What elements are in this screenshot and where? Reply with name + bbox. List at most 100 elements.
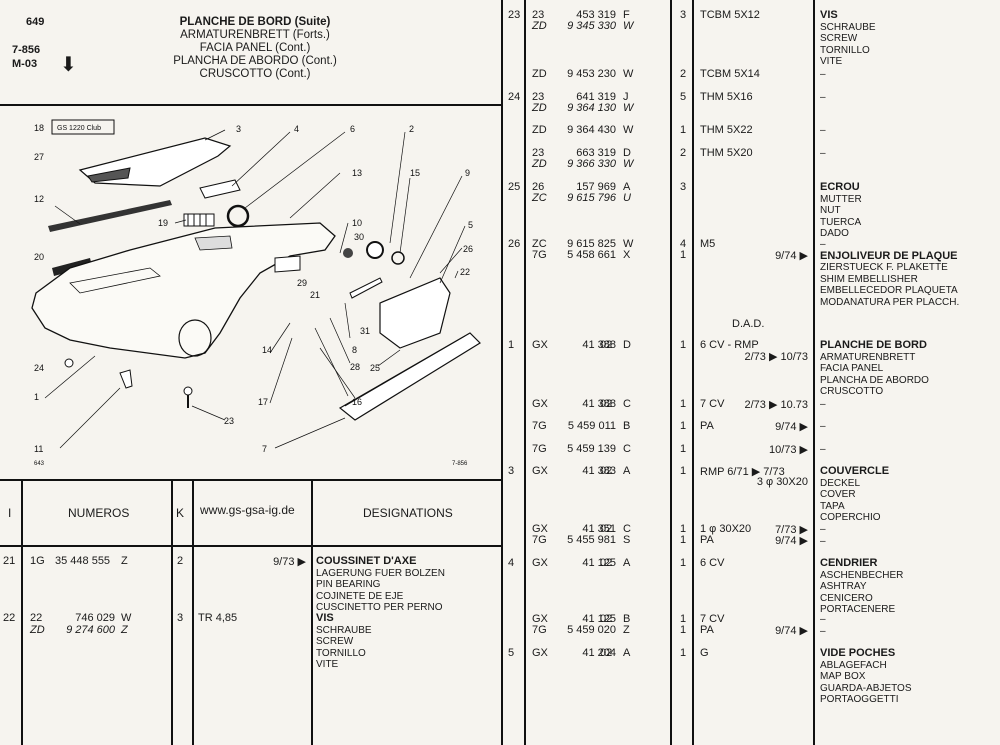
part-prefix: GX xyxy=(532,613,548,625)
date-note: 9/74 ▶ xyxy=(775,250,808,262)
callout-9: 9 xyxy=(465,168,470,178)
dad-section-label: D.A.D. xyxy=(732,318,765,330)
designation-line: PLANCHE DE BORD xyxy=(820,339,927,351)
designation-dash: – xyxy=(820,535,826,547)
quantity: 1 xyxy=(680,523,687,535)
part-variant: 02 xyxy=(600,523,613,535)
spec-detail: 3 φ 30X20 xyxy=(756,476,808,488)
part-number: 35 448 555 xyxy=(55,555,111,567)
designation: VIS SCHRAUBE SCREW TORNILLO VITE xyxy=(316,612,372,671)
callout-4: 4 xyxy=(294,124,299,134)
down-arrow-icon: ⬇ xyxy=(60,54,77,76)
designation-fr: VIS xyxy=(316,612,334,624)
quantity-alt: 1 xyxy=(680,249,687,261)
exploded-view-diagram: GS 1220 Club xyxy=(31,119,481,467)
part-number: 5 459 139 xyxy=(567,443,616,455)
col-header-numeros: NUMEROS xyxy=(68,506,130,520)
spec-alt: PA xyxy=(700,624,714,636)
part-prefix: ZC xyxy=(532,238,547,250)
designation-line: VITE xyxy=(820,56,843,67)
designation-es: COJINETE DE EJE xyxy=(316,590,404,602)
quantity: 3 xyxy=(680,181,687,193)
designation-dash: – xyxy=(820,92,826,103)
callout-17: 17 xyxy=(258,397,268,407)
callout-14: 14 xyxy=(262,345,272,355)
part-prefix: 7G xyxy=(532,443,547,455)
row-index: 23 xyxy=(508,9,521,21)
part-prefix: GX xyxy=(532,339,548,351)
spec: THM 5X16 xyxy=(700,91,753,103)
callout-8: 8 xyxy=(352,345,357,355)
part-number: 453 319 xyxy=(576,9,616,21)
callout-18: 18 xyxy=(34,123,44,133)
designation-line: CENICERO xyxy=(820,592,873,604)
col-header-designations: DESIGNATIONS xyxy=(363,506,453,520)
part-number: 9 615 796 xyxy=(567,192,616,204)
part-suffix: A xyxy=(623,181,631,193)
part-number: 9 364 430 xyxy=(567,124,616,136)
title-line-es: PLANCHA DE ABORDO (Cont.) xyxy=(173,55,337,67)
designation: – xyxy=(820,399,826,411)
part-prefix: 1G xyxy=(30,555,45,567)
part-suffix: A xyxy=(623,465,631,477)
part-prefix: ZD xyxy=(532,124,547,136)
badge-label: GS 1220 Club xyxy=(57,125,101,132)
row-index: 22 xyxy=(3,612,16,624)
part-suffix: W xyxy=(623,124,634,136)
part-number: 663 319 xyxy=(576,147,616,159)
quantity: 1 xyxy=(680,398,687,410)
right-col-i-line xyxy=(524,0,526,745)
designation-dash: – xyxy=(820,239,826,250)
part-number: 41 383 xyxy=(582,465,616,477)
callout-20: 20 xyxy=(34,252,44,262)
part-number-alt: 9 274 600 xyxy=(66,624,115,636)
row-index: 26 xyxy=(508,238,521,250)
part-suffix: S xyxy=(623,534,631,546)
designation-dash: – xyxy=(820,421,826,432)
designation-en: SCREW xyxy=(316,636,354,647)
part-suffix: W xyxy=(623,102,634,114)
part-suffix: W xyxy=(121,612,132,624)
row-index: 1 xyxy=(508,339,515,351)
quantity: 1 xyxy=(680,647,687,659)
spec: 7 CV xyxy=(700,398,725,410)
designation-line: ASHTRAY xyxy=(820,581,867,592)
part-suffix: Z xyxy=(121,555,128,567)
right-col-spec-line xyxy=(813,0,815,745)
date-note: 2/73 ▶ 10.73 xyxy=(744,399,808,411)
spec: M5 xyxy=(700,238,716,250)
part-prefix: GX xyxy=(532,523,548,535)
designation-line: ECROU xyxy=(820,181,860,193)
spec: TR 4,85 xyxy=(198,612,238,624)
designation-line: TORNILLO xyxy=(820,44,870,56)
designation-line: COUVERCLE xyxy=(820,465,890,477)
spec: 6 CV xyxy=(700,557,725,569)
part-variant: 02 xyxy=(600,557,613,569)
part-number: 746 029 xyxy=(75,612,115,624)
spec: THM 5X22 xyxy=(700,124,753,136)
callout-24: 24 xyxy=(34,363,44,373)
designation-es: TORNILLO xyxy=(316,647,366,659)
designation-line: PORTACENERE xyxy=(820,604,896,615)
part-prefix: ZD xyxy=(532,158,547,170)
row-index: 3 xyxy=(508,465,515,477)
part-prefix: GX xyxy=(532,647,548,659)
table-header-line xyxy=(0,545,502,547)
designation-line: ASCHENBECHER xyxy=(820,569,904,581)
designation: COUSSINET D'AXE LAGERUNG FUER BOLZEN PIN… xyxy=(316,555,445,614)
designation-line: DADO xyxy=(820,228,849,239)
designation-line: ARMATURENBRETT xyxy=(820,351,916,363)
quantity: 1 xyxy=(680,124,687,136)
part-number: 157 969 xyxy=(576,181,616,193)
designation-line: CENDRIER xyxy=(820,557,878,569)
designation: – xyxy=(820,421,826,433)
callout-5: 5 xyxy=(468,220,473,230)
part-number: 41 388 xyxy=(582,339,616,351)
part-suffix: B xyxy=(623,613,631,625)
designation: – xyxy=(820,444,826,456)
header-divider xyxy=(0,104,502,106)
date-note: 10/73 ▶ xyxy=(768,444,808,456)
